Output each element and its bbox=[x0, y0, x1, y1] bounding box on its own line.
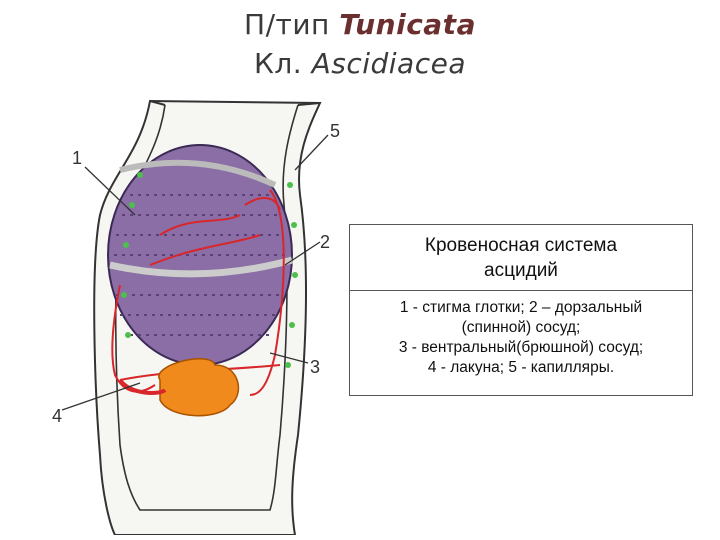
leader-lines bbox=[61, 134, 329, 411]
pharynx-rim bbox=[119, 159, 277, 188]
ascidian-circulatory-diagram bbox=[61, 99, 329, 535]
pharynx-band bbox=[109, 256, 293, 278]
legend-box: Кровеносная система асцидий 1 - стигма г… bbox=[349, 224, 693, 396]
legend-heading-line-1: Кровеносная система bbox=[424, 234, 618, 256]
legend-line: 1 - стигма глотки; 2 – дорзальный bbox=[399, 299, 643, 316]
label-5: 5 bbox=[330, 121, 341, 141]
title-class-prefix: Кл. bbox=[254, 47, 312, 80]
oral-siphon bbox=[149, 100, 321, 106]
legend-line: (спинной) сосуд; bbox=[461, 319, 581, 336]
label-4: 4 bbox=[52, 406, 63, 426]
dorsal-vessel bbox=[249, 189, 285, 396]
title-prefix: П/тип bbox=[244, 8, 340, 41]
label-2: 2 bbox=[320, 232, 331, 252]
page-title-line-2: Кл. Ascidiacea bbox=[0, 47, 720, 80]
title-class-ascidiacea: Ascidiacea bbox=[311, 47, 466, 80]
lacuna bbox=[118, 378, 167, 395]
legend-line: 3 - вентральный(брюшной) сосуд; bbox=[398, 339, 644, 356]
legend-heading: Кровеносная система асцидий bbox=[350, 225, 692, 291]
label-3: 3 bbox=[310, 357, 321, 377]
legend-heading-line-2: асцидий bbox=[484, 259, 558, 281]
label-1: 1 bbox=[72, 148, 83, 168]
legend-line: 4 - лакуна; 5 - капилляры. bbox=[427, 359, 615, 376]
stomach bbox=[158, 358, 240, 417]
title-taxon-tunicata: Tunicata bbox=[339, 8, 476, 41]
stigma-rows bbox=[114, 194, 286, 336]
page-title-line-1: П/тип Tunicata bbox=[0, 8, 720, 41]
legend-body: 1 - стигма глотки; 2 – дорзальный (спинн… bbox=[350, 291, 692, 378]
capillaries bbox=[121, 172, 298, 368]
